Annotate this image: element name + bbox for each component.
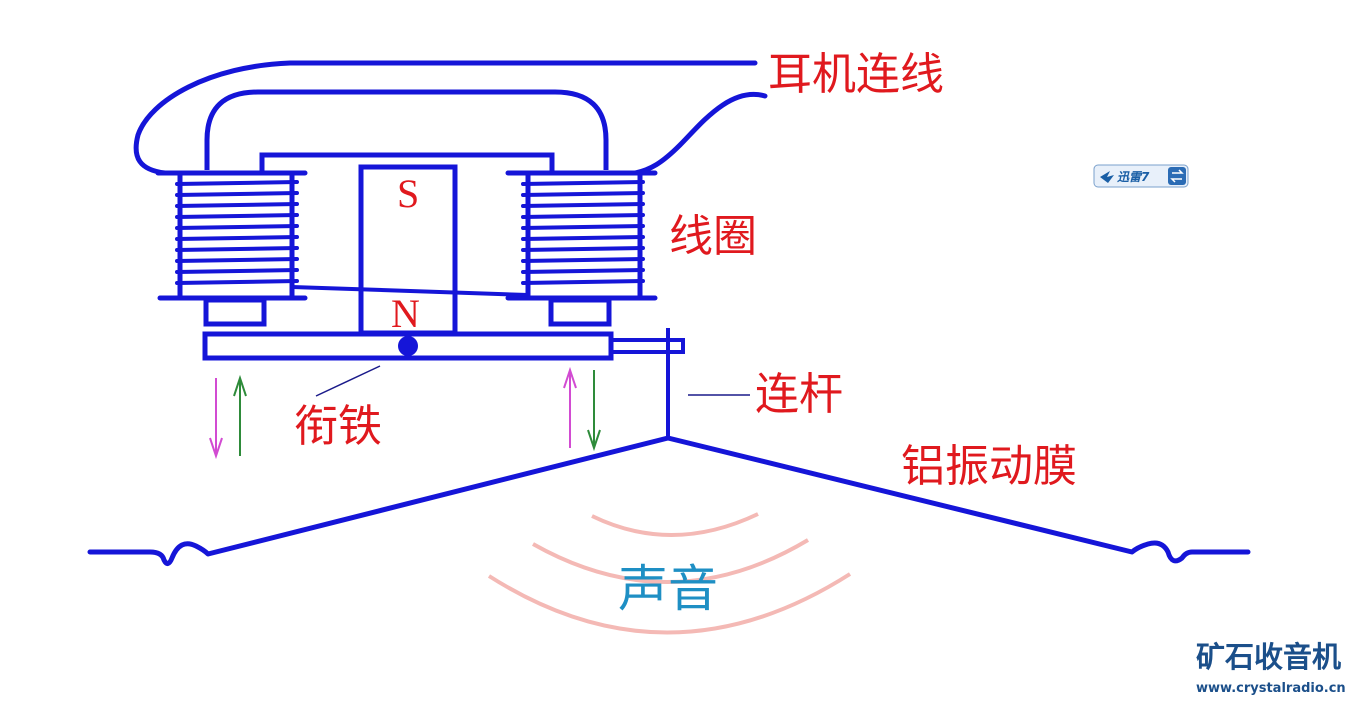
label-connecting-rod: 连杆 [755,369,843,420]
sound-wave-middle [532,538,810,584]
leader-lines [315,365,750,397]
armature-pivot [398,336,418,356]
earphone-cable [133,60,768,176]
watermark-site-name: 矿石收音机 [1196,640,1341,674]
pole-frame [259,152,555,172]
label-sound: 声音 [618,560,718,618]
cable-bottom [632,91,768,176]
label-aluminum-diaphragm: 铝振动膜 [901,441,1077,492]
site-watermark: 矿石收音机 www.crystalradio.cn [1196,640,1346,696]
pole-piece-left [203,297,267,327]
cable-top [133,60,758,176]
badge-text: 迅雷7 [1117,170,1150,184]
arrow-down-icon [209,378,223,460]
pole-n-label: N [391,291,420,336]
leader-armature [315,365,381,397]
vibration-arrows [209,366,601,460]
sound-wave-inner [591,512,759,537]
label-armature: 衔铁 [294,401,382,452]
watermark-url: www.crystalradio.cn [1196,681,1346,696]
coil-link-wire [291,285,529,297]
arrow-up-icon [563,366,577,448]
diaphragm [87,435,1251,566]
arrow-up-icon [233,374,247,456]
coil-right [521,180,645,285]
arrow-down-icon [587,370,601,452]
bird-icon [1100,171,1114,183]
connecting-rod [609,328,685,438]
pole-piece-right [548,297,612,327]
label-earphone-cable: 耳机连线 [768,49,944,100]
thunder-badge[interactable]: 迅雷7 [1093,164,1189,188]
pole-s-label: S [397,171,419,216]
sound-wave-outer [487,572,852,635]
coil-left [175,180,299,285]
sound-waves [487,512,852,635]
label-coil: 线圈 [669,211,757,262]
switch-arrows-icon [1170,169,1184,183]
magnet-yoke [204,89,609,170]
